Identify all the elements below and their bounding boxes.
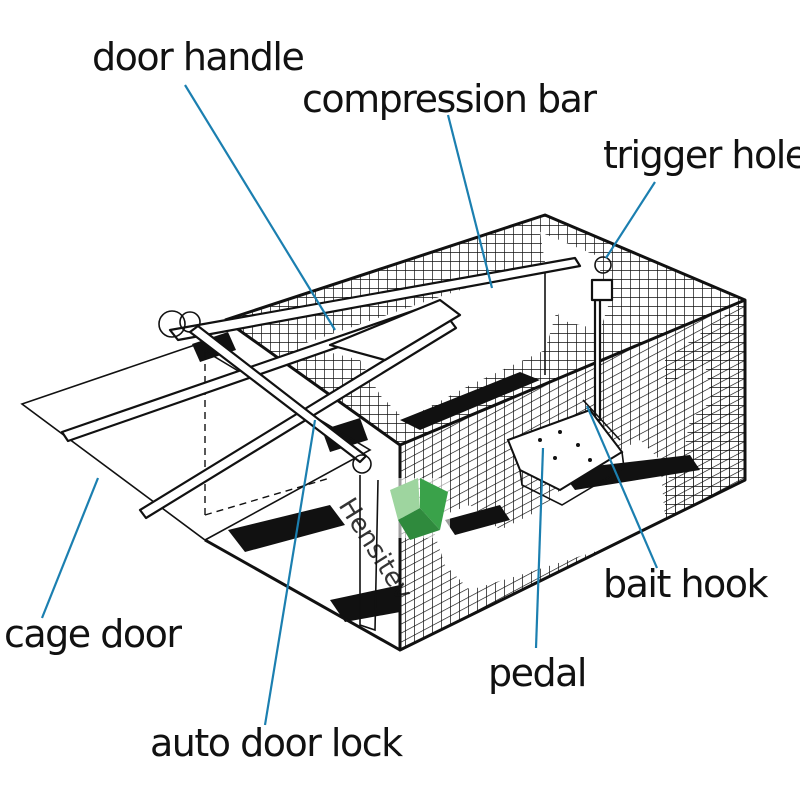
- logo-leaf-right: [420, 478, 448, 530]
- floor-slat-5: [445, 505, 510, 535]
- top-cutaway-2: [540, 232, 610, 330]
- trigger-bracket: [590, 278, 614, 302]
- label-bait-hook: bait hook: [603, 562, 769, 606]
- logo-leaf-left: [390, 478, 420, 520]
- auto-door-lock-latch: [359, 475, 379, 632]
- label-auto-door-lock: auto door lock: [150, 721, 403, 765]
- label-cage-door: cage door: [4, 612, 182, 656]
- logo-leaf-bottom: [398, 508, 440, 540]
- leader-auto-door-lock: [263, 419, 317, 726]
- pedal-edge: [519, 451, 625, 506]
- floor-slat-4: [330, 585, 400, 622]
- label-pedal: pedal: [488, 651, 586, 695]
- pedal-dot-3: [576, 443, 580, 447]
- pedal-shape: [506, 408, 624, 492]
- cage-door-flap: [20, 344, 372, 541]
- door-handle-loop: [158, 310, 186, 338]
- leader-pedal: [534, 447, 545, 649]
- leader-bait-hook: [585, 405, 659, 569]
- leader-trigger-hole: [605, 181, 656, 259]
- cage-bottom-edge: [204, 538, 401, 652]
- pedal-dot-1: [538, 438, 542, 442]
- floor-slat-3: [228, 505, 345, 552]
- leader-compression-bar: [446, 114, 494, 289]
- trigger-hole-ring: [594, 256, 612, 274]
- label-compression-bar: compression bar: [302, 77, 597, 121]
- leader-cage-door: [40, 477, 100, 619]
- cage-front-vertical: [224, 318, 401, 447]
- door-panel: [20, 344, 372, 541]
- leader-lines: [40, 84, 659, 726]
- labels: door handle compression bar trigger hole…: [4, 35, 800, 765]
- floor-slat-2: [560, 455, 700, 490]
- auto-door-lock-ring: [352, 454, 372, 474]
- floor-slat-1: [400, 372, 540, 430]
- trigger-rod: [593, 298, 602, 422]
- pedal-dot-5: [588, 458, 592, 462]
- leader-door-handle: [184, 84, 336, 331]
- door-handle-frame: [328, 298, 462, 362]
- label-trigger-hole: trigger hole: [603, 133, 800, 177]
- label-door-handle: door handle: [92, 35, 303, 79]
- pedal-plate: [506, 408, 625, 506]
- bait-hook-wire: [582, 399, 621, 441]
- door-hidden-edge-2: [204, 477, 331, 516]
- rods: [60, 256, 621, 632]
- pedal-dot-4: [553, 456, 557, 460]
- pedal-dot-2: [558, 430, 562, 434]
- door-handle-rod-2: [138, 318, 458, 520]
